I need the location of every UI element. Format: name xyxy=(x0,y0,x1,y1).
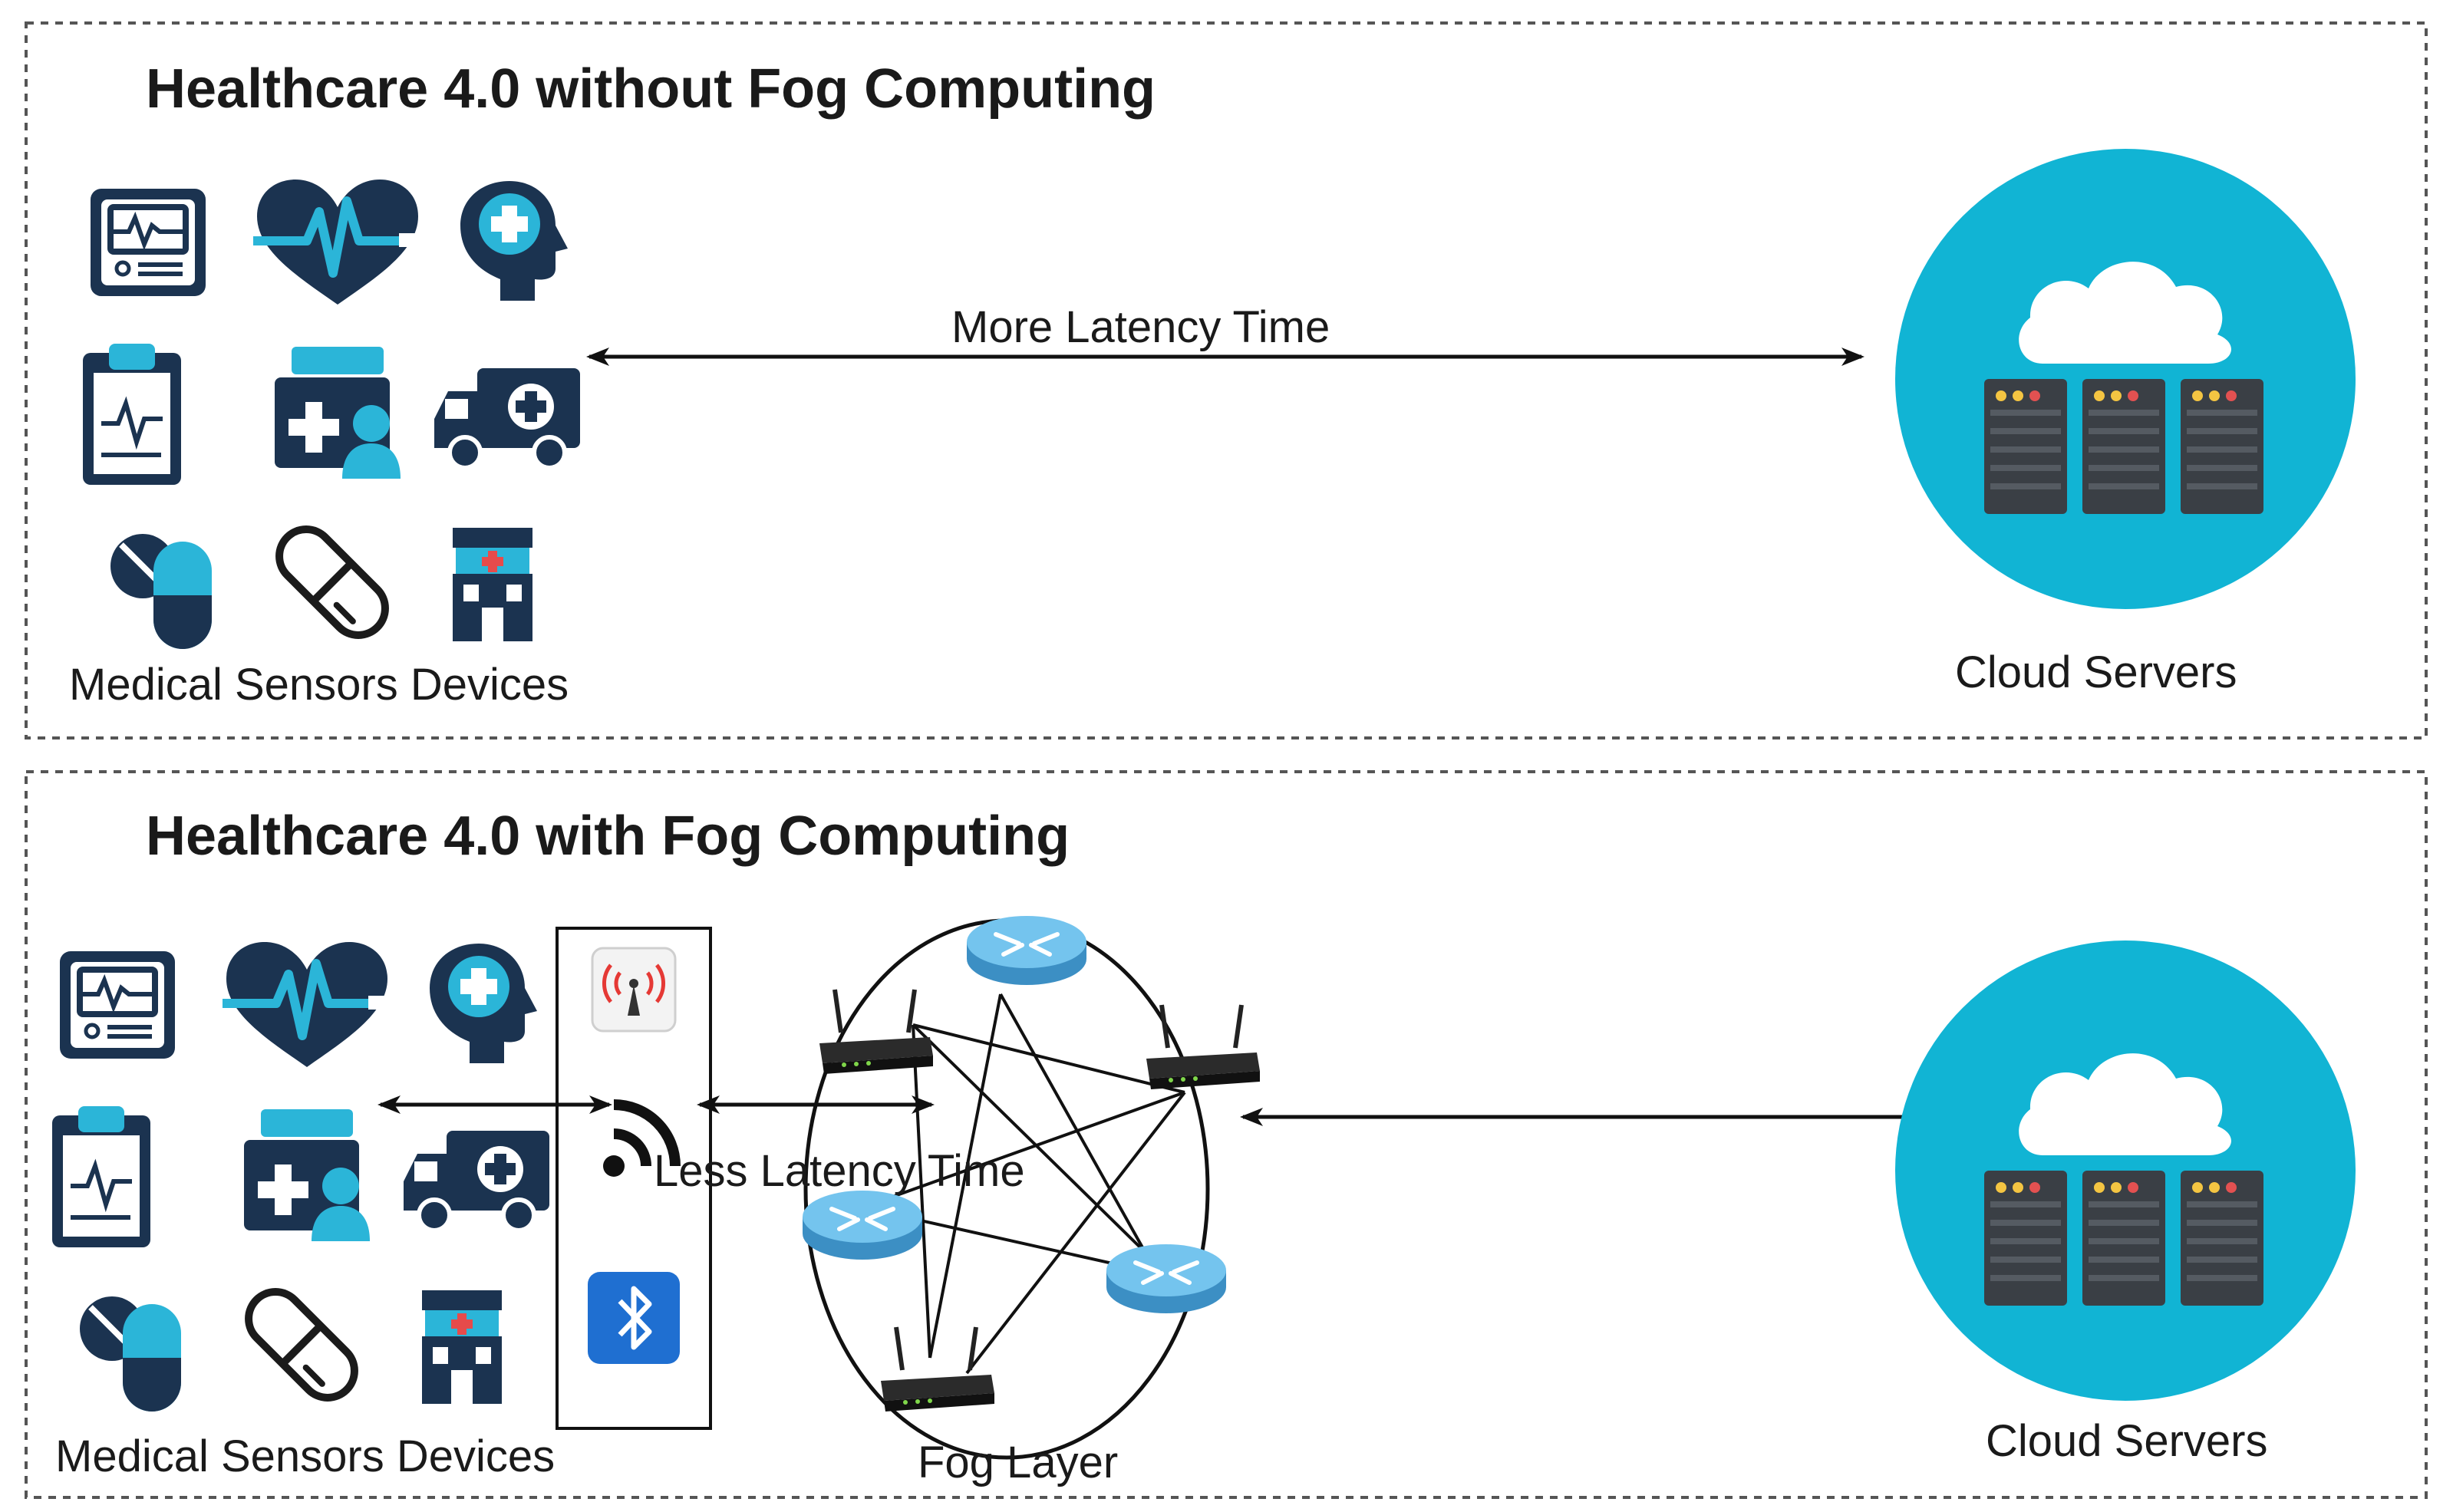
bottom-panel-title: Healthcare 4.0 with Fog Computing xyxy=(146,805,1070,867)
bottom-cloud-label: Cloud Servers xyxy=(1986,1416,2267,1466)
wifi-icon xyxy=(603,1099,681,1177)
fog-layer-label: Fog Layer xyxy=(918,1438,1118,1487)
bluetooth-icon xyxy=(588,1272,680,1364)
cell-tower-icon xyxy=(591,947,677,1033)
top-device-icons xyxy=(83,180,580,649)
fog-wireless-router-icon xyxy=(1146,1005,1260,1089)
gateway-box xyxy=(556,927,712,1430)
bottom-devices-label: Medical Sensors Devices xyxy=(55,1431,555,1481)
bottom-cloud-servers-icon xyxy=(1895,940,2356,1401)
top-panel-border xyxy=(25,21,2428,740)
top-cloud-servers-icon xyxy=(1895,149,2356,609)
top-cloud-label: Cloud Servers xyxy=(1955,647,2237,697)
fog-router-icon xyxy=(803,1191,922,1260)
fog-wireless-router-icon xyxy=(819,990,933,1074)
fog-router-icon xyxy=(1106,1244,1226,1313)
bottom-latency-label: Less Latency Time xyxy=(654,1146,1025,1196)
top-panel-title: Healthcare 4.0 without Fog Computing xyxy=(146,58,1156,120)
top-latency-label: More Latency Time xyxy=(951,302,1330,352)
bottom-device-icons xyxy=(52,942,549,1412)
fog-layer xyxy=(803,916,1260,1460)
top-devices-label: Medical Sensors Devices xyxy=(69,660,569,710)
fog-wireless-router-icon xyxy=(881,1327,994,1412)
bottom-panel-border xyxy=(25,770,2428,1499)
fog-router-icon xyxy=(967,916,1086,985)
